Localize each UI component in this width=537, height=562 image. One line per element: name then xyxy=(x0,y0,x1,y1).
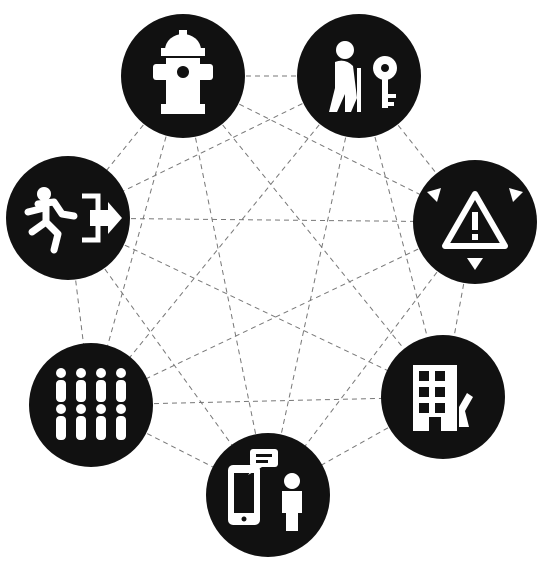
edge-fire-hydrant-building xyxy=(182,75,444,398)
node-crowd xyxy=(29,343,153,467)
node-fire-hydrant xyxy=(121,14,245,138)
edge-building-mobile-person xyxy=(267,396,444,496)
elderly-person-with-key-icon xyxy=(329,41,397,112)
edge-emergency-exit-warning xyxy=(67,217,476,223)
edge-fire-hydrant-mobile-person xyxy=(182,75,269,496)
edge-warning-crowd xyxy=(90,221,476,406)
node-circle xyxy=(29,343,153,467)
node-mobile-person xyxy=(206,433,330,557)
edge-elderly-key-crowd xyxy=(90,75,360,406)
node-warning xyxy=(413,160,537,284)
warning-triangle-with-arrows-icon xyxy=(427,188,523,270)
crowd-of-people-icon xyxy=(56,368,126,440)
node-circle xyxy=(206,433,330,557)
building-icon xyxy=(413,365,473,431)
fire-hydrant-icon xyxy=(153,30,213,114)
edge-emergency-exit-building xyxy=(67,217,444,398)
node-building xyxy=(381,335,505,459)
mobile-phone-and-person-icon xyxy=(228,449,302,531)
node-emergency-exit xyxy=(6,156,130,280)
running-exit-icon xyxy=(24,187,122,254)
node-elderly-key xyxy=(297,14,421,138)
edge-elderly-key-mobile-person xyxy=(267,75,360,496)
